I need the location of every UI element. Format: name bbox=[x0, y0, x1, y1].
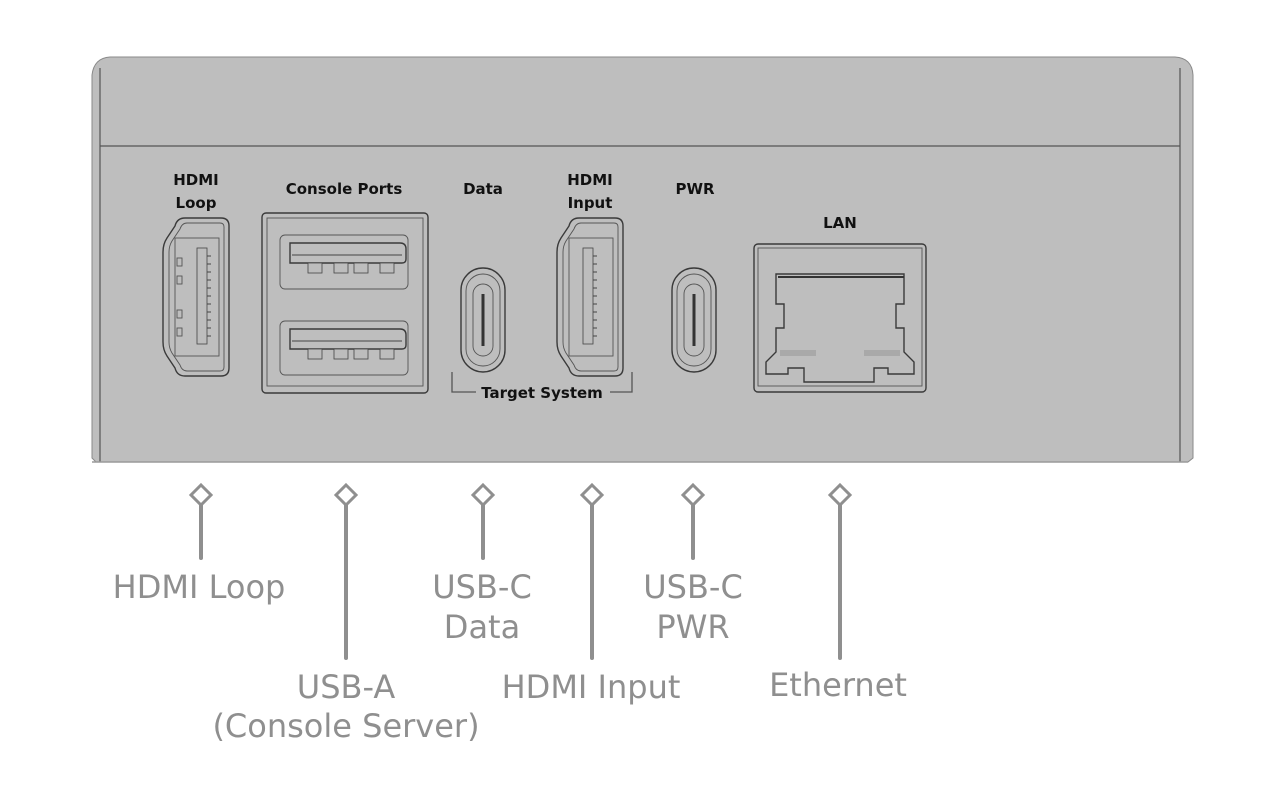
label-pwr: PWR bbox=[675, 180, 715, 198]
usb-c-pwr-port-icon bbox=[671, 267, 717, 373]
callout-hdmi-input: HDMI Input bbox=[502, 482, 681, 706]
callout-hdmi-loop-text: HDMI Loop bbox=[113, 568, 286, 606]
usb-a-console-ports-icon bbox=[261, 212, 429, 394]
callout-usb-c-pwr: USB-C PWR bbox=[643, 482, 743, 646]
label-hdmi-input-2: Input bbox=[568, 194, 613, 212]
label-lan: LAN bbox=[823, 214, 857, 232]
label-data: Data bbox=[463, 180, 503, 198]
callout-ethernet: Ethernet bbox=[769, 482, 907, 704]
callout-usb-c-data: USB-C Data bbox=[432, 482, 532, 646]
usb-a-bottom-icon bbox=[279, 320, 409, 376]
callout-usb-a: USB-A (Console Server) bbox=[212, 482, 480, 745]
label-hdmi-loop-1: HDMI bbox=[173, 171, 219, 189]
ethernet-port-icon bbox=[753, 243, 927, 393]
callout-usb-c-pwr-text-1: USB-C bbox=[643, 568, 743, 606]
device-body bbox=[91, 56, 1194, 463]
hdmi-input-port-icon bbox=[556, 217, 624, 377]
usb-a-top-icon bbox=[279, 234, 409, 290]
callout-usb-a-text-1: USB-A bbox=[297, 668, 396, 706]
label-target-system: Target System bbox=[481, 384, 603, 402]
label-hdmi-loop-2: Loop bbox=[176, 194, 217, 212]
usb-c-data-port-icon bbox=[460, 267, 506, 373]
callout-hdmi-input-text: HDMI Input bbox=[502, 668, 681, 706]
label-hdmi-input-1: HDMI bbox=[567, 171, 613, 189]
callout-ethernet-text: Ethernet bbox=[769, 666, 907, 704]
callout-usb-c-data-text-2: Data bbox=[444, 608, 520, 646]
callout-usb-c-pwr-text-2: PWR bbox=[656, 608, 729, 646]
callout-usb-c-data-text-1: USB-C bbox=[432, 568, 532, 606]
hdmi-loop-port-icon bbox=[162, 217, 230, 377]
label-console-ports: Console Ports bbox=[286, 180, 403, 198]
target-system-bracket bbox=[451, 372, 633, 393]
callout-usb-a-text-2: (Console Server) bbox=[212, 707, 479, 745]
callout-hdmi-loop: HDMI Loop bbox=[113, 482, 286, 606]
